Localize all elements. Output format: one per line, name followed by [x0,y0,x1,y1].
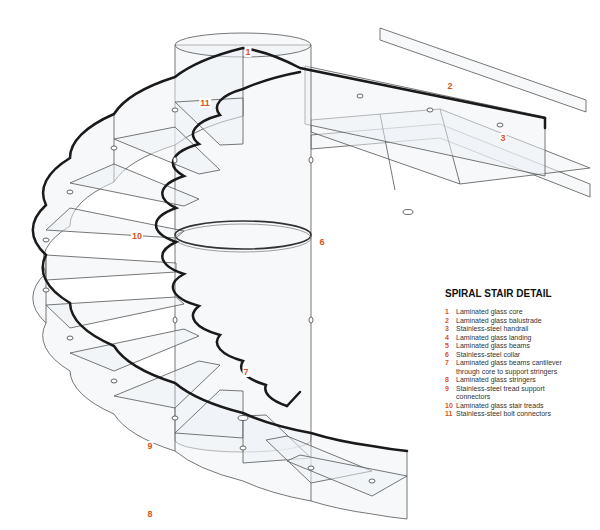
legend-text: Laminated glass beams cantilever through… [456,359,574,376]
legend-row: 2Laminated glass balustrade [445,317,595,326]
tread-connector [403,210,413,215]
legend-number: 10 [445,402,456,411]
legend-row: 11Stainless-steel bolt connectors [445,410,595,419]
steel-collar [175,221,311,249]
legend-row: 10Laminated glass stair treads [445,402,595,411]
glass-core [175,45,311,452]
tread-connector [238,416,248,421]
callout-number: 3 [499,133,506,143]
legend-text: Laminated glass landing [456,334,574,343]
legend-text: Stainless-steel tread support connectors [456,385,574,402]
bolt-connector [67,190,73,194]
bolt-connector [111,146,117,150]
legend-text: Stainless-steel collar [456,351,574,360]
callout-number: 7 [242,367,249,377]
legend-number: 11 [445,410,456,419]
stair-tread [114,127,220,174]
legend-number: 1 [445,308,456,317]
legend-number: 8 [445,376,456,385]
callout-number: 1 [244,47,251,57]
bolt-connector [111,379,117,383]
bolt-connector [67,336,73,340]
bolt-connector [240,446,246,450]
callout-number: 10 [131,231,143,241]
bolt-connector [172,108,178,112]
handrail-end [287,392,300,406]
steel-collar [175,224,311,252]
handrail-end [544,118,547,128]
legend-text: Stainless-steel bolt connectors [456,410,574,419]
landing-balustrade-top [380,28,586,112]
bolt-connector [43,288,49,292]
legend-number: 6 [445,351,456,360]
legend-row: 5Laminated glass beams [445,342,595,351]
inner-handrail [156,72,300,406]
stair-tread [46,208,184,238]
callout-number: 8 [146,509,153,519]
glass-balustrade [33,48,407,519]
legend-row: 9Stainless-steel tread support connector… [445,385,595,402]
stair-tread [287,455,407,496]
core-bolt [173,157,177,163]
legend-row: 7Laminated glass beams cantilever throug… [445,359,595,376]
legend-number: 5 [445,342,456,351]
stair-tread [70,164,199,206]
callout-number: 2 [446,81,453,91]
legend-number: 2 [445,317,456,326]
stair-tread [46,255,176,280]
legend-row: 8Laminated glass stringers [445,376,595,385]
legend-number: 9 [445,385,456,394]
legend-row: 6Stainless-steel collar [445,351,595,360]
legend: SPIRAL STAIR DETAIL 1Laminated glass core… [445,288,595,419]
legend-title: SPIRAL STAIR DETAIL [445,288,595,300]
bolt-connector [308,466,314,470]
legend-text: Laminated glass beams [456,342,574,351]
callout-number: 9 [146,441,153,451]
legend-text: Laminated glass core [456,308,574,317]
bolt-connector [497,123,503,127]
legend-number: 4 [445,334,456,343]
legend-text: Laminated glass stringers [456,376,574,385]
legend-text: Laminated glass stair treads [456,402,574,411]
callout-number: 11 [199,98,211,108]
legend-row: 4Laminated glass landing [445,334,595,343]
bolt-connector [357,94,363,98]
legend-row: 1Laminated glass core [445,308,595,317]
legend-row: 3Stainless-steel handrail [445,325,595,334]
bolt-connector [43,238,49,242]
stair-tread [175,390,243,438]
legend-number: 7 [445,359,456,368]
bolt-connector [427,108,433,112]
core-bolt [173,317,177,323]
legend-text: Laminated glass balustrade [456,317,574,326]
bolt-connector [369,479,375,483]
legend-number: 3 [445,325,456,334]
legend-text: Stainless-steel handrail [456,325,574,334]
core-bolt [309,157,313,163]
core-bolt [309,317,313,323]
bolt-connector [172,416,178,420]
callout-number: 6 [318,237,325,247]
